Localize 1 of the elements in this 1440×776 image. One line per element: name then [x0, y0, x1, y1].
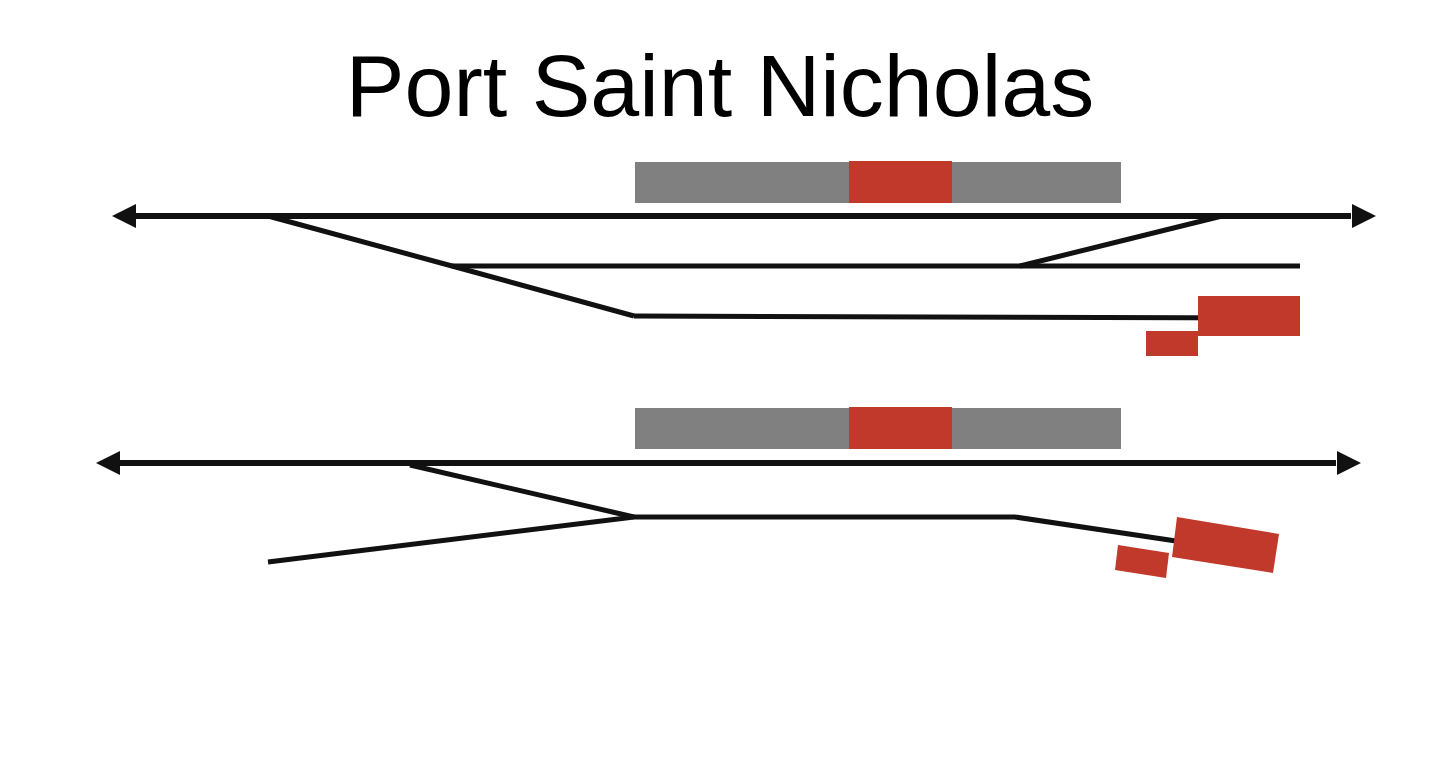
- diagram-title: Port Saint Nicholas: [345, 42, 1095, 130]
